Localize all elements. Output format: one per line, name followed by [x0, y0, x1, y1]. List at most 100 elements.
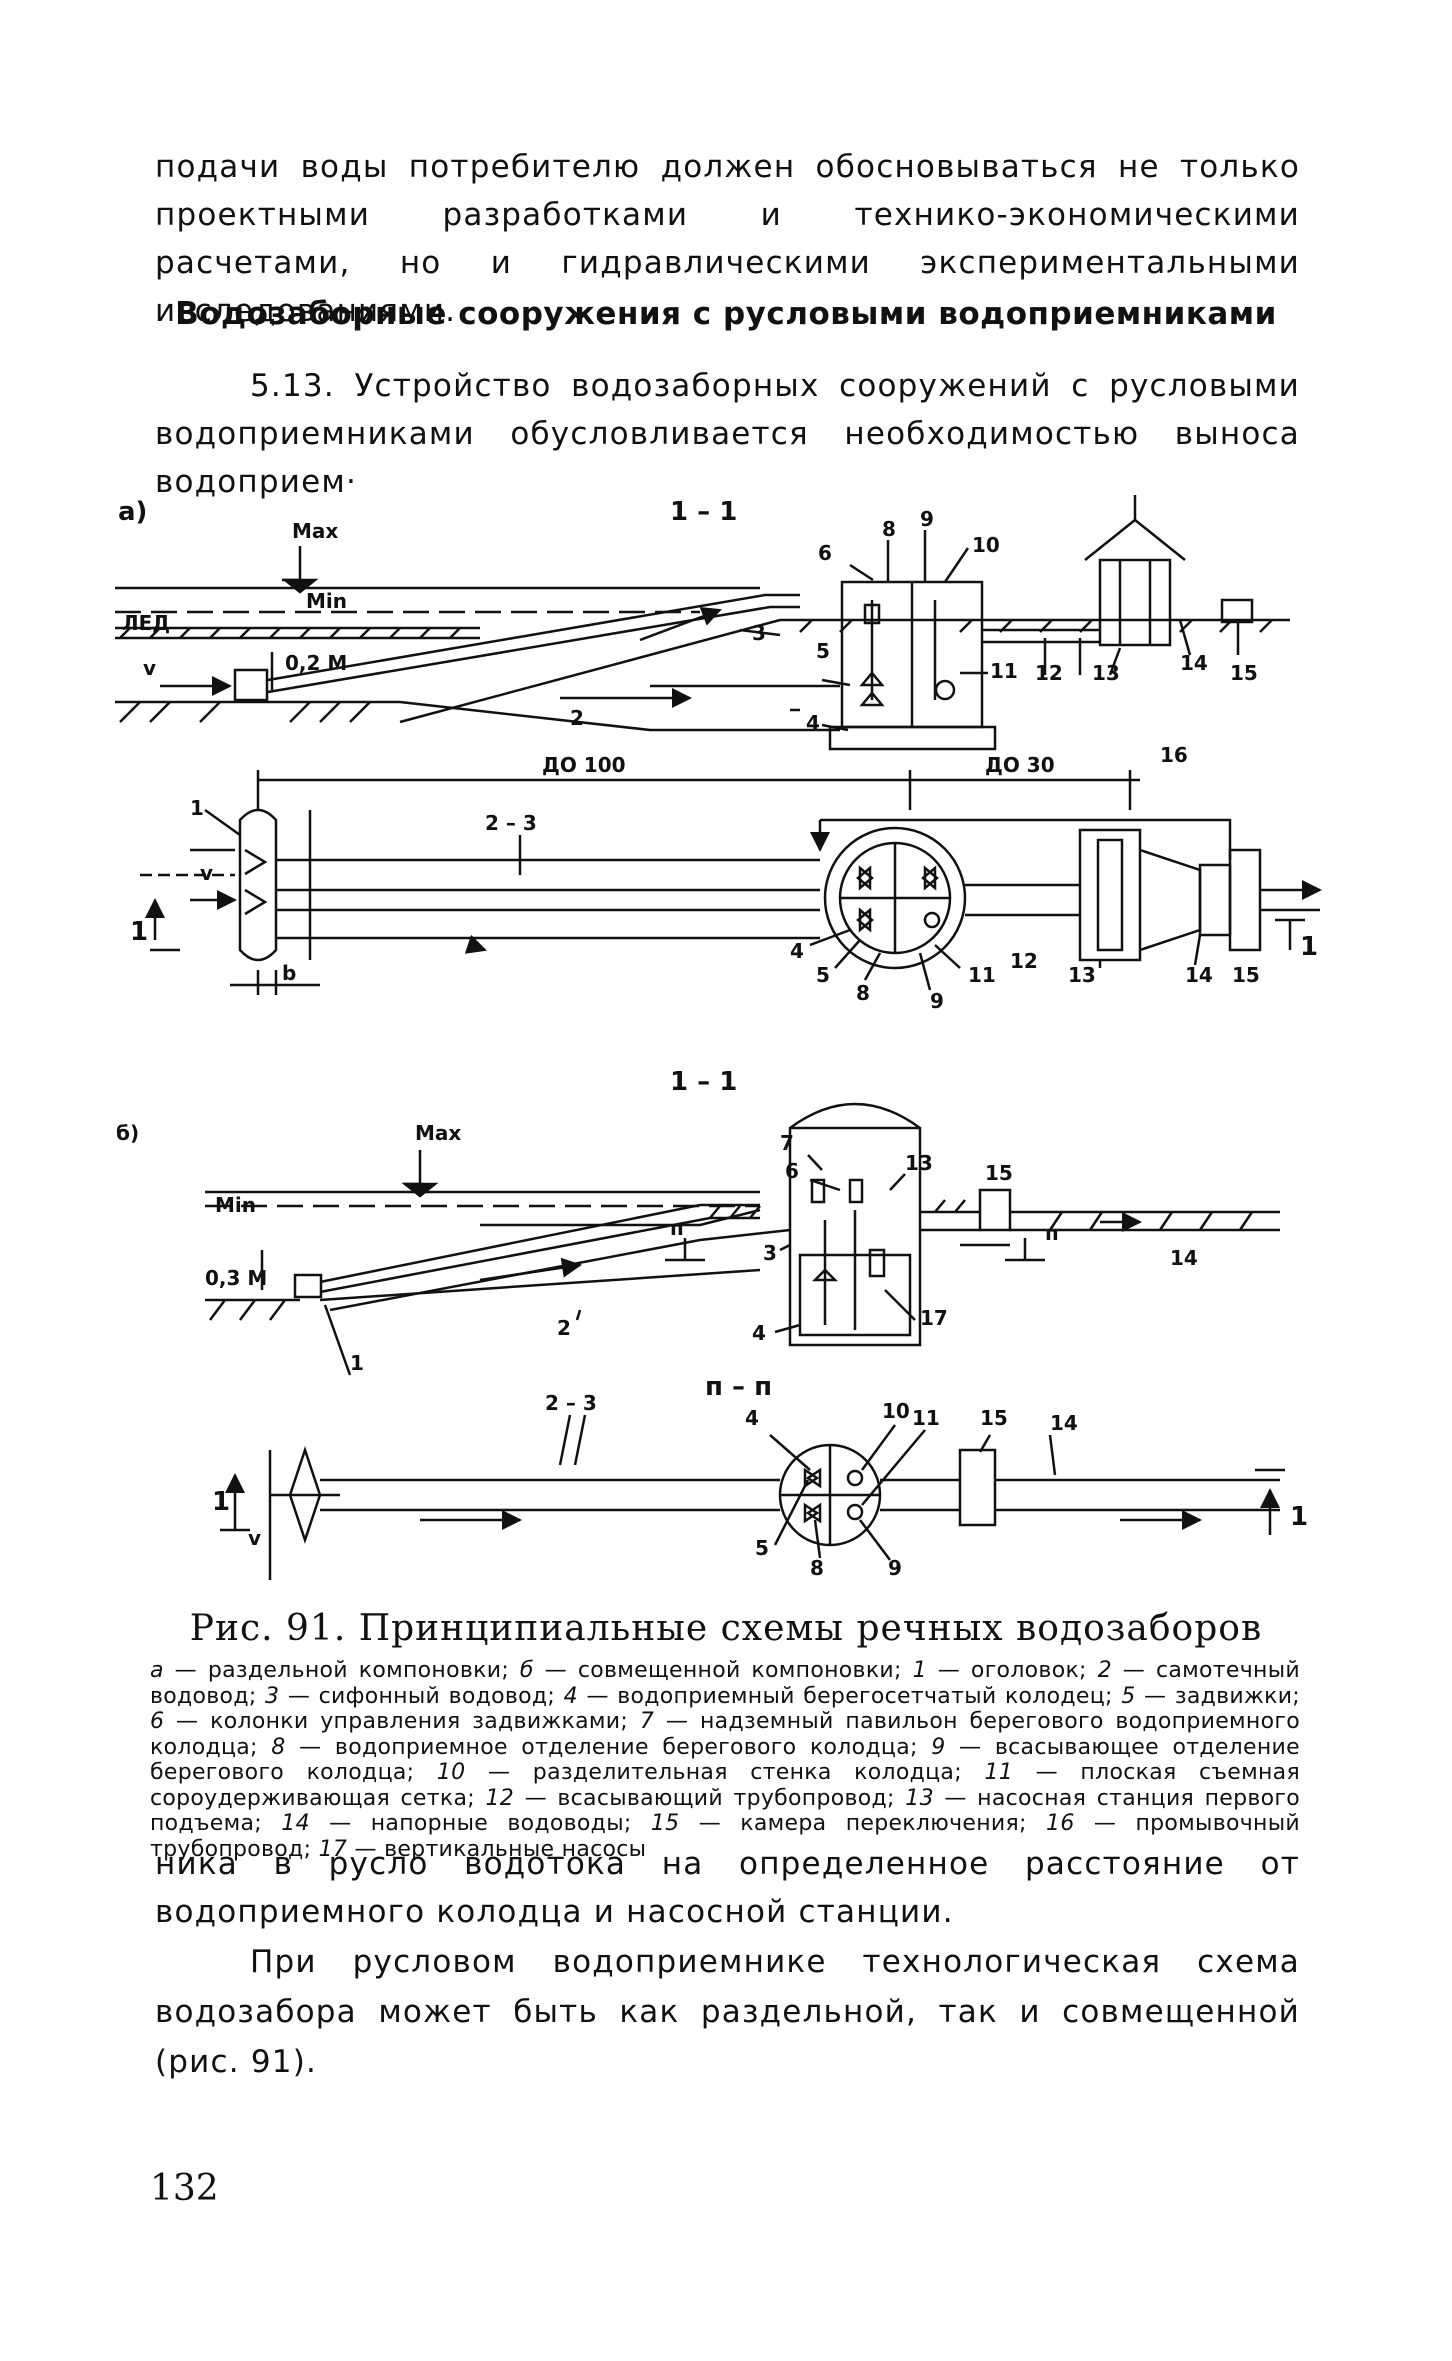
diagram-a-section: а) 1 – 1 Мах Min ЛЕД v 0,2 М	[115, 495, 1290, 751]
cut-mark-b-right: 1	[1290, 1502, 1308, 1532]
velocity-label-plan: v	[200, 861, 213, 885]
legend-text: — водоприемное отделение берегового коло…	[285, 1734, 932, 1760]
max-level-label: Мах	[292, 519, 338, 543]
legend-key: 9	[931, 1734, 946, 1760]
p-mark-b-left: п	[670, 1216, 684, 1240]
label-b-14: 14	[1170, 1246, 1198, 1270]
legend-text: — плоская съемная сороудерживающая сетка…	[150, 1760, 1300, 1811]
velocity-label-a: v	[143, 656, 156, 680]
figure-legend: а — раздельной компоновки; б — совмещенн…	[150, 1658, 1300, 1862]
legend-key: 12	[485, 1785, 515, 1811]
min-level-label-b: Min	[215, 1193, 256, 1217]
label-a-5: 5	[816, 639, 830, 663]
paragraph-5-13: 5.13. Устройство водозаборных сооружений…	[155, 368, 1300, 500]
label-b-6: 6	[785, 1159, 799, 1183]
diagram-b-plan: п – п 2 – 3 4 10 11 15 14 1 v 1	[212, 1372, 1308, 1580]
label-a-8: 8	[882, 517, 896, 541]
legend-text: — вертикальные насосы	[347, 1836, 647, 1862]
label-a-plan-12: 12	[1010, 949, 1038, 973]
min-level-label: Min	[306, 589, 347, 613]
label-b-13: 13	[905, 1151, 933, 1175]
label-a-2-3: 2 – 3	[485, 811, 537, 835]
legend-text: — совмещенной компоновки;	[533, 1658, 913, 1683]
legend-text: — промывочный трубопровод;	[150, 1811, 1301, 1862]
label-a-plan-11: 11	[968, 963, 996, 987]
label-a-plan-4: 4	[790, 939, 804, 963]
label-a-15: 15	[1230, 661, 1258, 685]
label-a-3: 3	[752, 621, 766, 645]
label-a-2: 2	[570, 706, 584, 730]
legend-key: 16	[1046, 1811, 1075, 1836]
legend-key: 14	[281, 1811, 310, 1836]
legend-text: — оголовок;	[926, 1658, 1098, 1683]
label-b-2: 2	[557, 1316, 571, 1340]
label-b-plan-14: 14	[1050, 1411, 1078, 1435]
panel-label-a: а)	[118, 497, 147, 527]
diagram-a-plan: ДО 100 ДО 30 16 1 v 1 b 2 – 3	[130, 743, 1322, 1013]
label-a-plan-14: 14	[1185, 963, 1213, 987]
legend-text: — камера переключения;	[679, 1811, 1047, 1836]
label-a-plan-13: 13	[1068, 963, 1096, 987]
legend-text: — сифонный водовод;	[279, 1683, 564, 1709]
label-b-plan-15: 15	[980, 1406, 1008, 1430]
label-a-12: 12	[1035, 661, 1063, 685]
label-b-plan-5: 5	[755, 1536, 769, 1560]
legend-text: — насосная станция первого подъема;	[150, 1785, 1300, 1837]
label-a-plan-9: 9	[930, 989, 944, 1013]
dist-label-30: ДО 30	[985, 753, 1055, 777]
legend-key: 13	[905, 1785, 934, 1811]
paragraph-intro: подачи воды потребителю должен обосновыв…	[155, 149, 1300, 329]
label-b-plan-4: 4	[745, 1406, 759, 1430]
figure-caption-title: Рис. 91. Принципиальные схемы речных вод…	[189, 1608, 1263, 1649]
label-b-plan-2-3: 2 – 3	[545, 1391, 597, 1415]
legend-text: — разделительная стенка колодца;	[465, 1760, 985, 1785]
legend-text: — водоприемный берегосетчатый колодец;	[577, 1683, 1122, 1709]
legend-text: — всасывающий трубопровод;	[514, 1785, 906, 1811]
ice-label: ЛЕД	[122, 611, 170, 635]
label-b-plan-9: 9	[888, 1556, 902, 1580]
max-level-label-b: Мах	[415, 1121, 461, 1145]
label-a-4: 4	[806, 711, 820, 735]
legend-text: — задвижки;	[1135, 1683, 1301, 1709]
legend-text: — колонки управления задвижками;	[164, 1709, 640, 1734]
panel-label-b: б)	[116, 1121, 139, 1145]
paragraph-scheme: При русловом водоприемнике технологическ…	[155, 1944, 1300, 2080]
legend-text: — самотечный водовод;	[150, 1658, 1300, 1709]
legend-key: 17	[318, 1836, 348, 1862]
dist-label-100: ДО 100	[542, 753, 626, 777]
legend-key: 4	[563, 1683, 578, 1709]
label-b-1: 1	[350, 1351, 364, 1375]
label-a-6: 6	[818, 541, 832, 565]
legend-key: 7	[639, 1709, 655, 1734]
legend-text: — надземный павильон берегового водоприе…	[150, 1709, 1300, 1760]
legend-key: 15	[650, 1811, 680, 1836]
label-a-1: 1	[190, 796, 204, 820]
page-number: 132	[150, 2168, 219, 2209]
label-b-17: 17	[920, 1306, 948, 1330]
label-b-3: 3	[763, 1241, 777, 1265]
legend-text: — всасывающее отделение берегового колод…	[150, 1734, 1300, 1786]
legend-key: 3	[265, 1683, 280, 1709]
legend-key: 5	[1121, 1683, 1136, 1709]
section-heading: Водозаборные сооружения с русловыми водо…	[175, 296, 1277, 332]
velocity-label-b: v	[248, 1526, 261, 1550]
label-a-16: 16	[1160, 743, 1188, 767]
diagram-b-section: 1 – 1 б) Мах Min 0,3 М	[116, 1067, 1280, 1376]
legend-key: 2	[1097, 1658, 1112, 1683]
label-a-13: 13	[1092, 661, 1120, 685]
legend-text: — напорные водоводы;	[309, 1811, 651, 1836]
label-a-plan-8: 8	[856, 981, 870, 1005]
label-a-11: 11	[990, 659, 1018, 683]
legend-key: а	[150, 1658, 164, 1683]
label-b-plan-10: 10	[882, 1399, 910, 1423]
label-a-14: 14	[1180, 651, 1208, 675]
section-label-b: 1 – 1	[670, 1067, 737, 1097]
paragraph-continuation: ника в русло водотока на определенное ра…	[155, 1846, 1300, 1930]
section-label-b-plan: п – п	[705, 1372, 772, 1402]
label-b-15: 15	[985, 1161, 1013, 1185]
legend-key: 1	[912, 1658, 927, 1683]
section-label-a: 1 – 1	[670, 497, 737, 527]
cut-mark-b-left: 1	[212, 1487, 230, 1517]
label-b-4: 4	[752, 1321, 766, 1345]
depth-label-b: 0,3 М	[205, 1266, 267, 1290]
